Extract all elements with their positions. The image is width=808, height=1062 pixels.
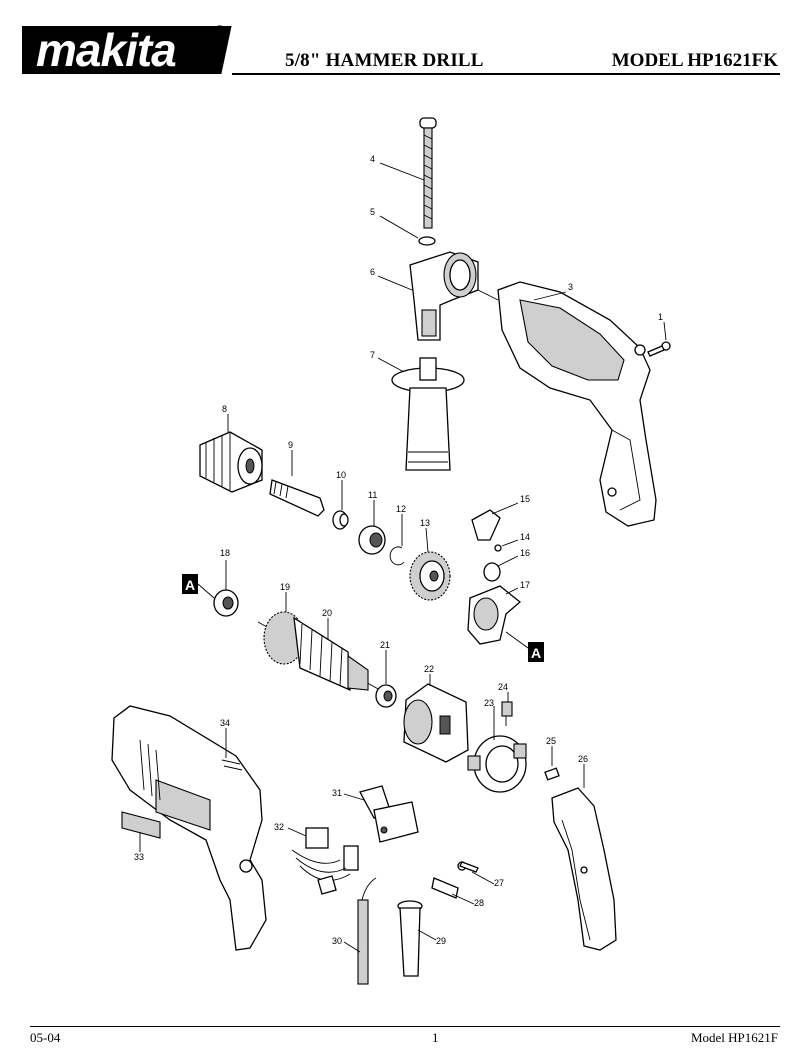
callout-23: 23: [484, 698, 494, 708]
part-power-cord-30: [357, 877, 377, 985]
callout-9: 9: [288, 440, 293, 450]
footer-rule: [30, 1026, 780, 1027]
part-retaining-ring-12: [389, 546, 405, 566]
callout-7: 7: [370, 350, 375, 360]
callout-6: 6: [370, 267, 375, 277]
part-washer-5: [418, 236, 436, 246]
part-armature-20: [257, 611, 381, 692]
part-chuck-8: [199, 431, 263, 493]
callout-labels: 4 5 6 7 3 1 8 9 10 11 12 13 15 14 16 17 …: [134, 154, 663, 946]
part-field-22: [403, 683, 469, 763]
part-screw-25: [544, 767, 560, 781]
callout-13: 13: [420, 518, 430, 528]
reference-mark-a-right-label: A: [531, 645, 541, 661]
callout-25: 25: [546, 736, 556, 746]
callout-11: 11: [368, 490, 377, 500]
callout-8: 8: [222, 404, 227, 414]
callout-21: 21: [380, 640, 390, 650]
callout-19: 19: [280, 582, 290, 592]
callout-24: 24: [498, 682, 508, 692]
part-wiring-32: [291, 827, 359, 895]
callout-4: 4: [370, 154, 375, 164]
leader-lines: [139, 162, 667, 953]
part-bearing-21: [375, 684, 397, 708]
callout-18: 18: [220, 548, 230, 558]
part-o-ring-16: [483, 562, 501, 582]
logo-text: makita: [36, 24, 176, 76]
part-handle-grip-6: [409, 251, 479, 341]
part-change-plate-17: [467, 585, 522, 645]
part-carbon-brush-24: [501, 701, 513, 726]
part-screw-1: [647, 341, 671, 357]
leader-a-right: [505, 631, 529, 649]
footer-model: Model HP1621F: [690, 1030, 778, 1045]
callout-34: 34: [220, 718, 230, 728]
part-spindle-9: [269, 479, 325, 517]
registered-mark: ®: [216, 24, 224, 35]
part-screw-27: [457, 861, 479, 873]
part-motor-housing-34: [111, 705, 267, 951]
callout-26: 26: [578, 754, 588, 764]
callout-33: 33: [134, 852, 144, 862]
part-strain-relief-28: [431, 877, 459, 899]
callout-27: 27: [494, 878, 504, 888]
part-lever-15: [471, 509, 501, 541]
part-brush-holder-23: [467, 735, 527, 793]
part-switch-31: [359, 785, 419, 843]
reference-mark-a-left: A: [182, 574, 198, 594]
header-rule: [232, 73, 780, 75]
callout-5: 5: [370, 207, 375, 217]
callout-12: 12: [396, 504, 406, 514]
callout-10: 10: [336, 470, 346, 480]
reference-mark-a-right: A: [528, 642, 544, 662]
callout-3: 3: [568, 282, 573, 292]
part-handle-cover-26: [551, 787, 617, 951]
leader-a-left: [197, 583, 215, 599]
callout-28: 28: [474, 898, 484, 908]
part-bearing-11: [358, 525, 386, 555]
footer-date: 05-04: [30, 1030, 61, 1045]
part-ring-10: [332, 510, 349, 530]
callout-20: 20: [322, 608, 332, 618]
part-side-handle-7: [391, 357, 465, 471]
callout-30: 30: [332, 936, 342, 946]
part-housing-3: [497, 281, 657, 527]
callout-17: 17: [520, 580, 530, 590]
callout-14: 14: [520, 532, 530, 542]
part-bolt-4: [419, 117, 437, 229]
makita-logo: makita: [22, 24, 232, 76]
callout-31: 31: [332, 788, 342, 798]
part-steel-ball-14: [494, 544, 502, 552]
callout-1: 1: [658, 312, 663, 322]
part-cord-guard-29: [397, 900, 423, 977]
part-gear-13: [409, 551, 451, 601]
reference-mark-a-left-label: A: [185, 577, 195, 593]
callout-32: 32: [274, 822, 284, 832]
part-nameplate-33: [121, 811, 161, 839]
callout-22: 22: [424, 664, 434, 674]
footer-page-number: 1: [432, 1030, 439, 1045]
document-title: 5/8" HAMMER DRILL: [285, 50, 484, 71]
callout-29: 29: [436, 936, 446, 946]
callout-15: 15: [520, 494, 530, 504]
part-bearing-18: [213, 589, 239, 617]
model-title: MODEL HP1621FK: [611, 50, 778, 71]
page-header: makita ® 5/8" HAMMER DRILL MODEL HP1621F…: [0, 0, 808, 80]
callout-16: 16: [520, 548, 530, 558]
exploded-view-diagram: A A: [0, 80, 808, 1010]
